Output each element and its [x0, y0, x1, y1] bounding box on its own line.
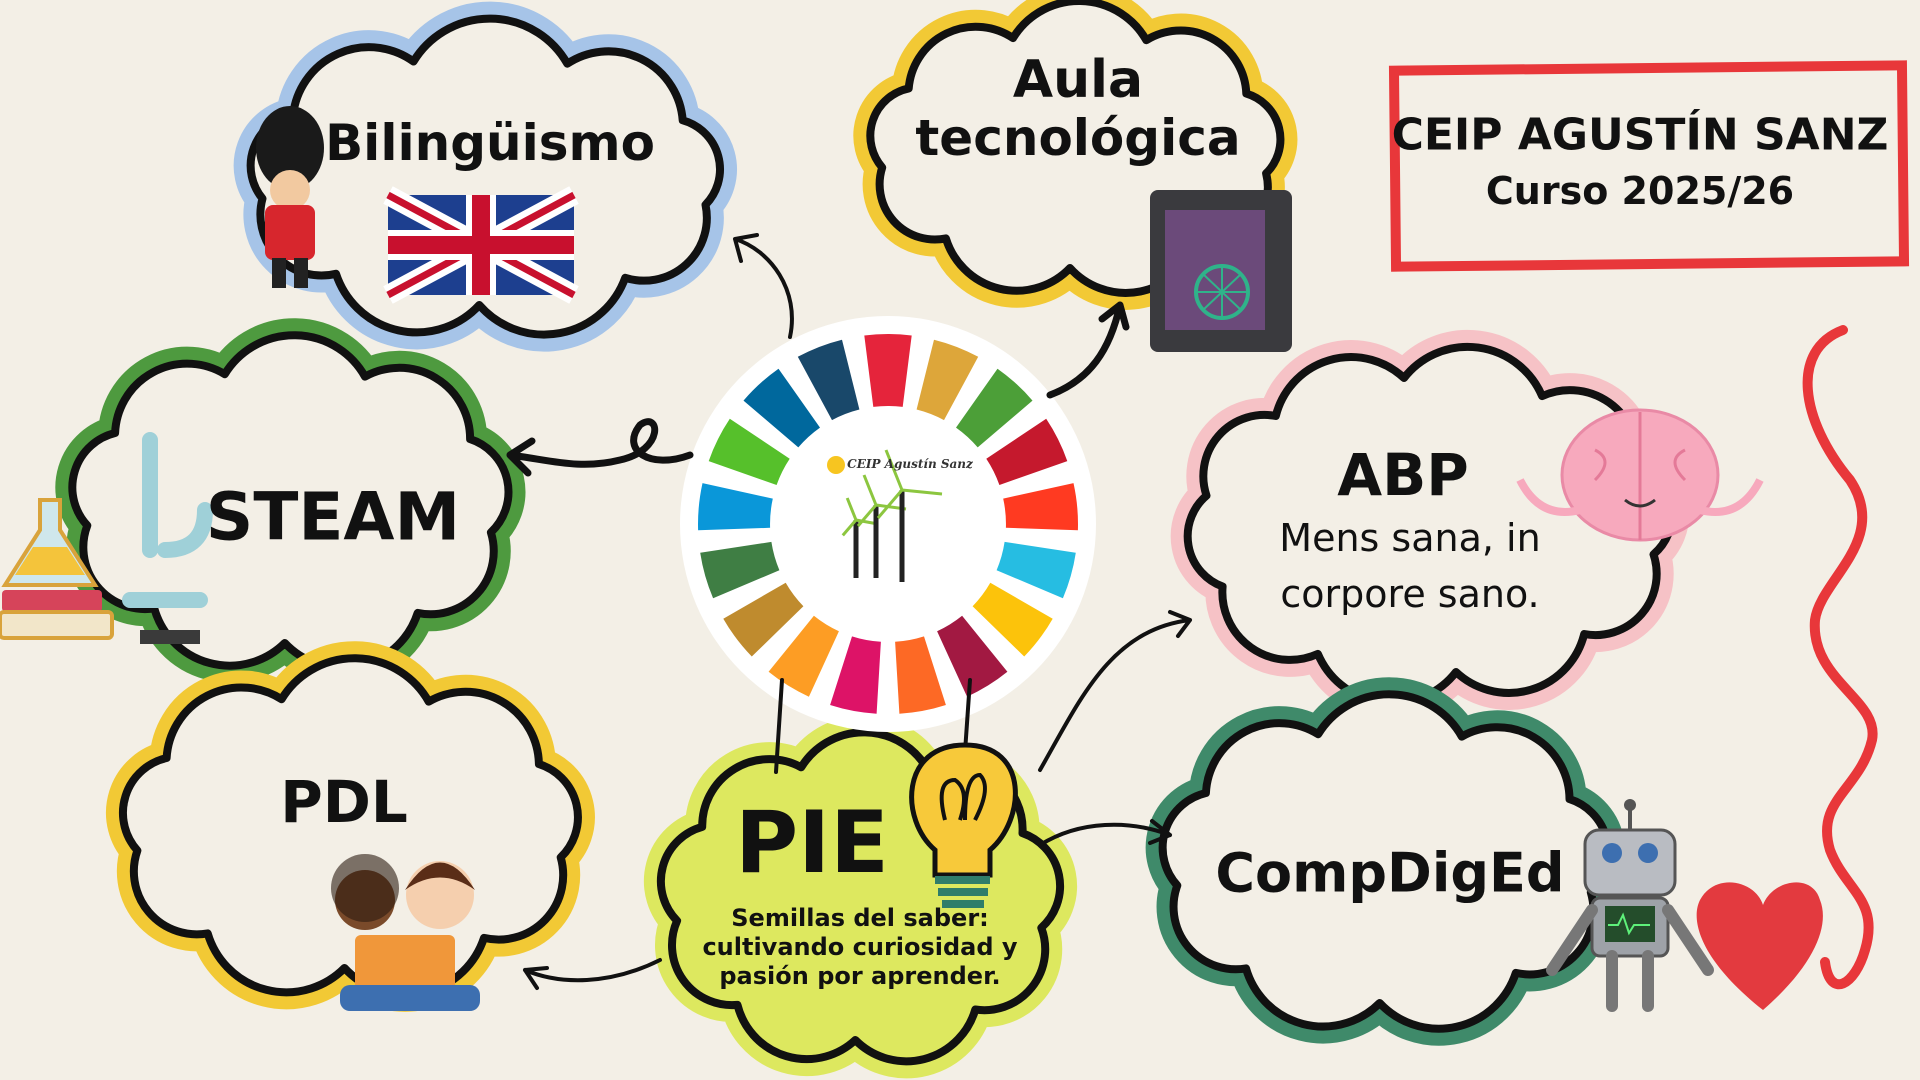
microscope-flask-books-icon [0, 432, 213, 644]
children-reading-icon [331, 854, 480, 1011]
center-logo-text: CEIP Agustín Sanz [847, 457, 973, 471]
node-compdiged-title: CompDigEd [1215, 841, 1565, 905]
sdg-segment [743, 368, 820, 448]
node-steam-title: STEAM [205, 478, 461, 556]
connector-line-right [963, 678, 972, 754]
arrow-to-aula [1046, 301, 1130, 399]
heart-icon [1696, 882, 1823, 1010]
sdg-segment [723, 582, 804, 657]
sdg-wheel-logo [680, 316, 1096, 732]
sdg-segment [700, 541, 780, 599]
sdg-segment [986, 418, 1068, 485]
node-abp-title: ABP [1337, 441, 1469, 509]
wind-turbine-icon [876, 449, 943, 582]
course-year: Curso 2025/26 [1485, 169, 1795, 213]
royal-guard-icon [256, 106, 324, 288]
cloud-bilinguismo [233, 1, 737, 352]
node-aula-title-line1: Aula [1012, 50, 1144, 110]
node-pie-title: PIE [735, 793, 889, 893]
sdg-segment [830, 636, 881, 714]
arrow-to-pdl [523, 958, 662, 990]
sdg-segment [956, 368, 1033, 448]
3d-printer-icon [1150, 190, 1292, 352]
sdg-segment [937, 615, 1008, 697]
sdg-segment [972, 582, 1053, 657]
node-bilinguismo-title: Bilingüismo [325, 114, 655, 172]
arrow-to-steam [506, 418, 694, 477]
connector-line-left [774, 678, 784, 774]
school-name: CEIP AGUSTÍN SANZ [1391, 109, 1889, 161]
sdg-segment [698, 483, 773, 531]
cloud-abp [1170, 329, 1690, 721]
lightbulb-icon [909, 742, 1018, 908]
sdg-segment [708, 418, 790, 485]
sdg-segment [895, 636, 946, 714]
sdg-segment [768, 615, 839, 697]
node-pdl-title: PDL [280, 768, 408, 836]
arrow-to-compdiged [1038, 819, 1172, 847]
sdg-segment [797, 339, 860, 421]
robot-icon [1546, 799, 1714, 1012]
brain-icon [1516, 408, 1764, 542]
sdg-segment [864, 334, 912, 407]
uk-flag-icon [383, 186, 579, 304]
arrow-to-abp [1038, 610, 1192, 772]
decorative-red-squiggle [1802, 325, 1878, 990]
node-pie-line2: cultivando curiosidad y [702, 933, 1018, 961]
node-pie-line3: pasión por aprender. [719, 962, 1001, 990]
cloud-compdiged [1145, 677, 1626, 1046]
arrow-to-bilinguismo [733, 233, 794, 339]
sun-icon [827, 456, 845, 474]
node-abp-subtitle-line1: Mens sana, in [1279, 516, 1541, 560]
sdg-segment [1003, 483, 1078, 531]
node-pie-line1: Semillas del saber: [731, 904, 989, 932]
node-aula-title-line2: tecnológica [915, 109, 1241, 167]
sdg-segment [996, 541, 1076, 599]
node-abp-subtitle-line2: corpore sano. [1280, 572, 1540, 616]
title-box-border [1388, 60, 1910, 272]
sdg-segment [916, 339, 979, 421]
